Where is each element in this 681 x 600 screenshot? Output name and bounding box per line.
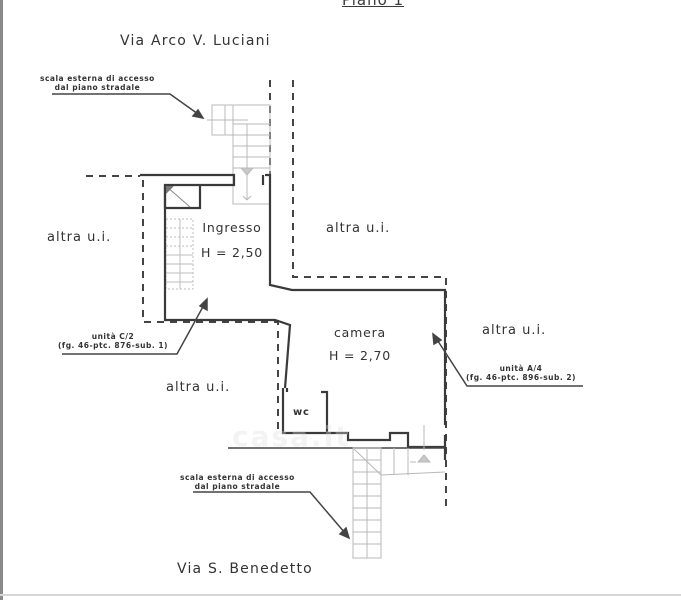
street-bottom: Via S. Benedetto (177, 561, 313, 577)
leader-stair-bottom (193, 491, 346, 534)
arrow-head-unit-a4 (432, 332, 443, 346)
room-camera-height: H = 2,70 (328, 348, 392, 363)
room-camera-name: camera (334, 325, 386, 340)
arrow-head-stair-top (191, 108, 205, 120)
closet-marker (166, 186, 174, 194)
note-unit-c2: unità C/2 (fg. 46-ptc. 876-sub. 1) (58, 332, 168, 350)
external-stair-bottom (228, 425, 446, 559)
room-wc-name: wc (293, 407, 310, 418)
leader-unit-c2 (62, 302, 206, 355)
frame-left-border (0, 0, 3, 600)
room-ingresso-height: H = 2,50 (200, 245, 264, 260)
wall-camera-top (268, 185, 447, 425)
external-stair-top (207, 104, 271, 205)
leader-unit-a4 (435, 337, 583, 387)
street-top: Via Arco V. Luciani (120, 33, 271, 49)
leader-arrows (52, 93, 583, 540)
room-camera: camera H = 2,70 (325, 325, 395, 363)
note-stair-bottom-line1: scala esterna di accesso (180, 473, 295, 482)
note-unit-a4-line2: (fg. 46-ptc. 896-sub. 2) (466, 373, 576, 382)
watermark: casa.it (232, 420, 351, 453)
note-unit-a4: unità A/4 (fg. 46-ptc. 896-sub. 2) (466, 364, 576, 382)
wall-bottom (327, 431, 445, 449)
plan-title: Piano 1 (342, 0, 405, 9)
internal-stair (165, 218, 194, 290)
note-stair-bottom: scala esterna di accesso dal piano strad… (180, 473, 295, 491)
wall-door-right (265, 173, 272, 185)
note-unit-c2-line1: unità C/2 (91, 332, 135, 341)
frame-bottom-border (0, 594, 681, 596)
arrow-head-stair-bottom (338, 526, 351, 540)
boundary-right-unit (292, 80, 447, 510)
other-unit-bottom-left: altra u.i. (166, 380, 231, 395)
other-unit-right: altra u.i. (482, 323, 547, 338)
note-unit-a4-line1: unità A/4 (499, 364, 543, 373)
note-stair-top: scala esterna di accesso dal piano strad… (40, 74, 155, 92)
note-unit-c2-line2: (fg. 46-ptc. 876-sub. 1) (58, 341, 168, 350)
arrow-head-unit-c2 (198, 297, 208, 312)
boundary-left-unit (142, 180, 279, 430)
room-ingresso-name: Ingresso (202, 220, 262, 235)
walls (140, 173, 447, 460)
note-stair-top-line2: dal piano stradale (54, 83, 141, 92)
wall-closet (163, 185, 202, 210)
other-unit-left: altra u.i. (47, 230, 112, 245)
note-stair-top-line1: scala esterna di accesso (40, 74, 155, 83)
room-ingresso: Ingresso H = 2,50 (197, 220, 267, 260)
other-unit-top-right: altra u.i. (326, 221, 391, 236)
wall-ingresso-left (140, 173, 292, 389)
leader-stair-top (52, 93, 199, 115)
note-stair-bottom-line2: dal piano stradale (194, 482, 281, 491)
